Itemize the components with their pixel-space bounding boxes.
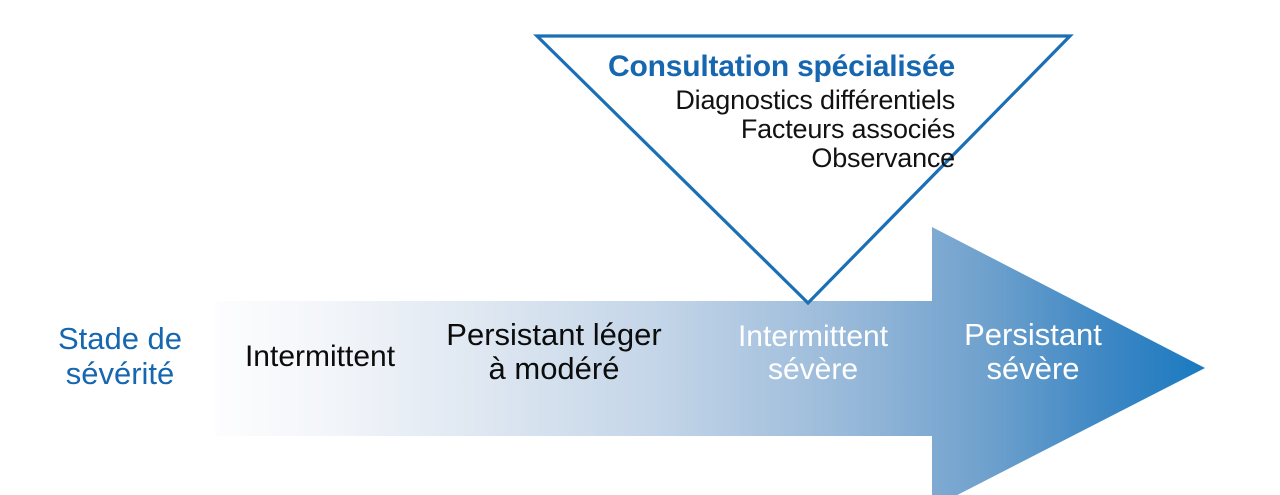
stage-label-persistant-leger: Persistant léger à modéré [420, 317, 688, 387]
severity-axis-label-line1: Stade de [57, 321, 183, 356]
stage-label-intermittent-severe: Intermittent sévère [700, 320, 926, 386]
consultation-line-2: Facteurs associés [740, 114, 955, 144]
consultation-triangle-icon [533, 34, 1074, 306]
stage-label-intermittent-line1: Intermittent [244, 340, 396, 373]
consultation-line-1: Diagnostics différentiels [675, 85, 955, 115]
stage-label-persistant-severe-line1: Persistant [964, 317, 1102, 352]
severity-axis-label: Stade de sévérité [20, 321, 220, 391]
stage-label-persistant-leger-line2: à modéré [488, 351, 620, 387]
stage-label-persistant-leger-line1: Persistant léger [446, 317, 662, 352]
consultation-line-3: Observance [811, 143, 955, 173]
stage-label-intermittent: Intermittent [222, 340, 418, 373]
severity-arrow [215, 227, 1205, 495]
stage-label-intermittent-severe-line1: Intermittent [737, 320, 889, 353]
stage-label-persistant-severe-line2: sévère [986, 351, 1080, 387]
consultation-title: Consultation spécialisée [608, 50, 955, 83]
severity-axis-label-line2: sévérité [65, 355, 175, 391]
stage-label-persistant-severe: Persistant sévère [930, 317, 1136, 387]
consultation-callout-text: Consultation spécialisée Diagnostics dif… [540, 52, 955, 172]
stage-label-intermittent-severe-line2: sévère [767, 353, 859, 386]
